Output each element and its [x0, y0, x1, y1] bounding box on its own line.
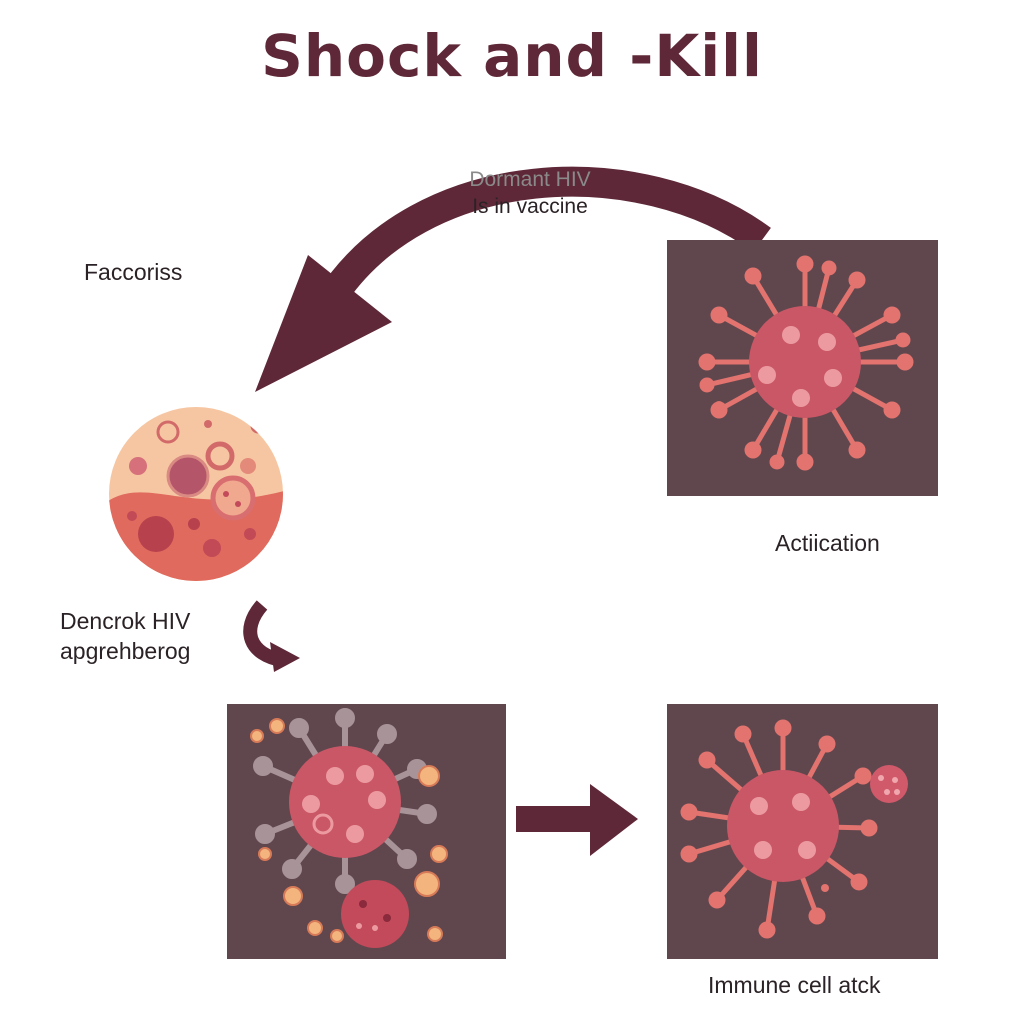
- activation-panel: [667, 240, 938, 496]
- label-dormant-line2: apgrehberog: [60, 638, 191, 664]
- small-curve-arrow-head: [270, 642, 300, 672]
- cycle-arrow-label: Dormant HIV Is in vaccine: [410, 166, 650, 220]
- dormant-cell: [108, 406, 284, 582]
- cycle-arrow-label-line2: Is in vaccine: [472, 195, 588, 218]
- straight-arrow-shaft: [516, 806, 598, 832]
- label-dormant-line1: Dencrok HIV: [60, 608, 191, 634]
- cycle-arrow-label-line1: Dormant HIV: [469, 168, 591, 191]
- straight-arrow-head: [590, 784, 638, 856]
- diagram-title: Shock and -Kill: [261, 22, 763, 90]
- cycle-arrow-head: [255, 255, 392, 392]
- label-dormant-hiv: Dencrok HIV apgrehberog: [60, 606, 190, 666]
- label-faccoriss: Faccoriss: [84, 259, 183, 285]
- release-panel: [227, 704, 506, 959]
- label-immune-attack: Immune cell atck: [708, 972, 881, 998]
- virus-with-particles: [250, 708, 448, 948]
- small-curve-arrow: [243, 600, 284, 667]
- activated-virus: [698, 255, 914, 471]
- attacked-virus: [680, 719, 908, 939]
- immune-attack-panel: [667, 704, 938, 959]
- label-activation: Actiication: [775, 530, 880, 556]
